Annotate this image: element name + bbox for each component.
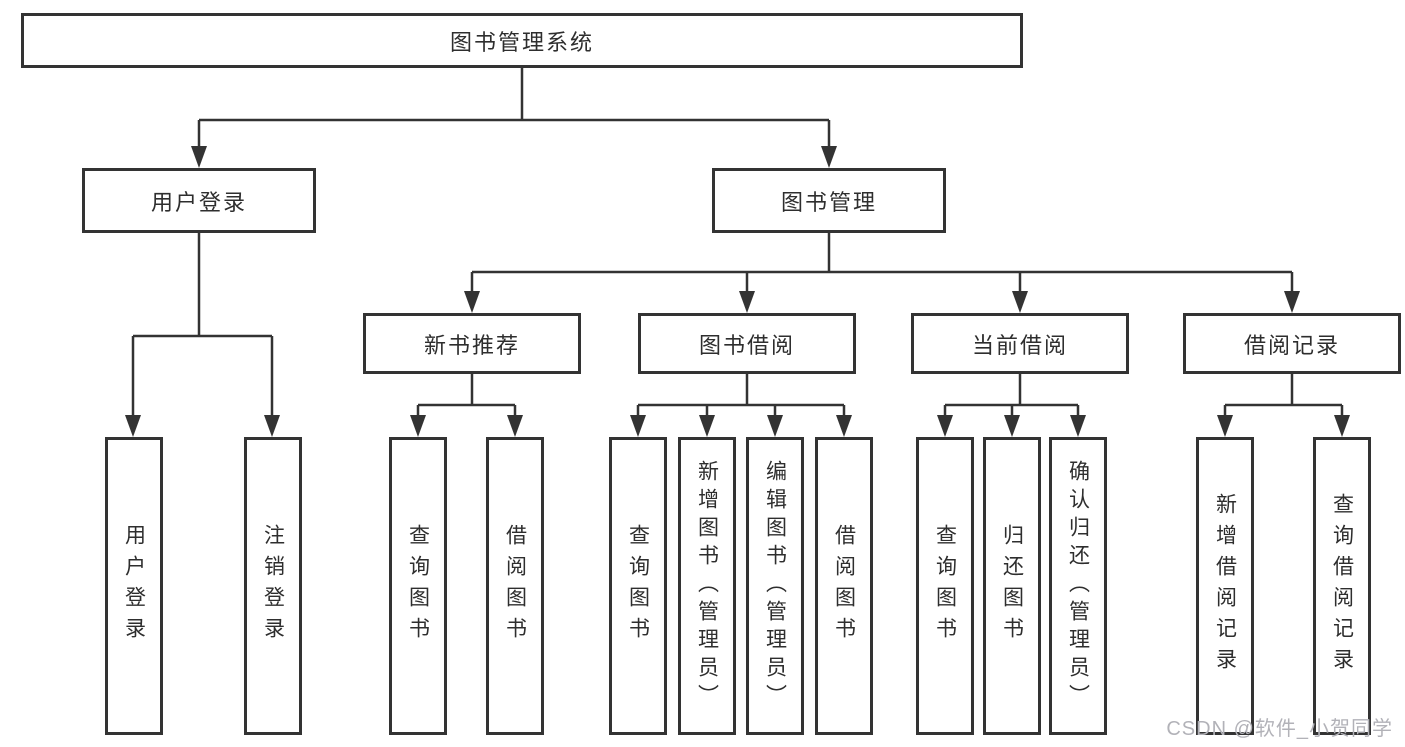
leaf-query-books-borrowing: 查询图书 <box>609 437 667 735</box>
node-borrowing-records: 借阅记录 <box>1183 313 1401 374</box>
leaf-query-books-recommend: 查询图书 <box>389 437 447 735</box>
node-label: 借阅记录 <box>1243 332 1340 358</box>
leaf-user-login: 用户登录 <box>105 437 163 735</box>
leaf-confirm-return-admin: 确认归还（管理员） <box>1049 437 1107 735</box>
leaf-borrow-books-recommend: 借阅图书 <box>486 437 544 735</box>
leaf-edit-book-admin: 编辑图书（管理员） <box>746 437 804 735</box>
node-user-login: 用户登录 <box>82 168 316 233</box>
leaf-query-books-current: 查询图书 <box>916 437 974 735</box>
node-label: 新书推荐 <box>423 332 520 358</box>
leaf-logout: 注销登录 <box>244 437 302 735</box>
node-label: 用户登录 <box>150 189 247 215</box>
node-library-management-system: 图书管理系统 <box>21 13 1023 68</box>
node-label: 当前借阅 <box>971 332 1068 358</box>
leaf-add-book-admin: 新增图书（管理员） <box>678 437 736 735</box>
leaf-return-books: 归还图书 <box>983 437 1041 735</box>
connector-paths <box>131 68 1344 416</box>
node-label: 图书管理 <box>780 189 877 215</box>
csdn-watermark: CSDN @软件_小贺同学 <box>1166 718 1393 740</box>
node-current-borrowing: 当前借阅 <box>911 313 1129 374</box>
node-new-book-recommendation: 新书推荐 <box>363 313 581 374</box>
leaf-borrow-books: 借阅图书 <box>815 437 873 735</box>
arrow-down-icons <box>125 146 1350 437</box>
node-book-management: 图书管理 <box>712 168 946 233</box>
leaf-query-borrowing-record: 查询借阅记录 <box>1313 437 1371 735</box>
node-label: 图书借阅 <box>698 332 795 358</box>
node-label: 图书管理系统 <box>449 29 594 55</box>
node-book-borrowing: 图书借阅 <box>638 313 856 374</box>
leaf-add-borrowing-record: 新增借阅记录 <box>1196 437 1254 735</box>
